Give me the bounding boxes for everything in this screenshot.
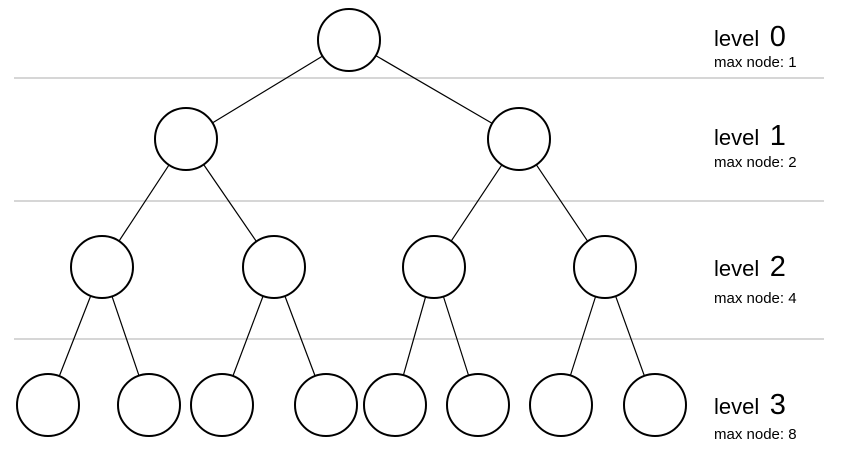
tree-edge bbox=[442, 296, 470, 376]
tree-node-level-1 bbox=[487, 107, 551, 171]
tree-node-level-2 bbox=[402, 235, 466, 299]
level-word: level bbox=[714, 26, 759, 51]
level-label-1: level 1 max node: 2 bbox=[714, 120, 797, 171]
tree-edge bbox=[111, 296, 140, 376]
tree-node-level-2 bbox=[70, 235, 134, 299]
tree-edge bbox=[203, 164, 257, 242]
tree-nodes bbox=[16, 8, 687, 437]
tree-edge bbox=[118, 164, 170, 242]
level-word: level bbox=[714, 394, 759, 419]
tree-node-level-2 bbox=[573, 235, 637, 299]
tree-edge bbox=[212, 55, 323, 124]
tree-node-level-3 bbox=[190, 373, 254, 437]
tree-node-level-1 bbox=[154, 107, 218, 171]
tree-edge bbox=[402, 296, 427, 376]
max-node-label: max node: 1 bbox=[714, 54, 797, 71]
level-number: 3 bbox=[770, 389, 786, 421]
tree-edge bbox=[615, 295, 645, 377]
tree-edge bbox=[284, 295, 316, 377]
tree-node-level-0 bbox=[317, 8, 381, 72]
level-word: level bbox=[714, 256, 759, 281]
tree-node-level-3 bbox=[16, 373, 80, 437]
svg-text:level 2: level 2 bbox=[714, 251, 786, 283]
tree-edge bbox=[58, 295, 92, 377]
tree-edge bbox=[569, 296, 597, 376]
tree-edge bbox=[450, 164, 503, 242]
level-label-2: level 2 max node: 4 bbox=[714, 251, 797, 307]
tree-node-level-3 bbox=[294, 373, 358, 437]
tree-node-level-3 bbox=[117, 373, 181, 437]
level-word: level bbox=[714, 125, 759, 150]
level-label-0: level 0 max node: 1 bbox=[714, 21, 797, 71]
svg-text:level 0: level 0 bbox=[714, 21, 786, 53]
tree-node-level-2 bbox=[242, 235, 306, 299]
level-number: 2 bbox=[770, 251, 786, 283]
tree-node-level-3 bbox=[529, 373, 593, 437]
tree-node-level-3 bbox=[363, 373, 427, 437]
svg-text:level 1: level 1 bbox=[714, 120, 786, 152]
svg-text:level 3: level 3 bbox=[714, 389, 786, 421]
tree-edge bbox=[232, 295, 264, 377]
tree-node-level-3 bbox=[446, 373, 510, 437]
tree-edge bbox=[535, 164, 589, 242]
tree-edge bbox=[375, 55, 493, 124]
level-labels: level 0 max node: 1 level 1 max node: 2 … bbox=[714, 21, 797, 443]
max-node-label: max node: 2 bbox=[714, 154, 797, 171]
max-node-label: max node: 4 bbox=[714, 290, 797, 307]
level-number: 1 bbox=[770, 120, 786, 152]
level-number: 0 bbox=[770, 21, 786, 53]
tree-node-level-3 bbox=[623, 373, 687, 437]
level-label-3: level 3 max node: 8 bbox=[714, 389, 797, 443]
level-separators bbox=[14, 77, 824, 340]
max-node-label: max node: 8 bbox=[714, 426, 797, 443]
tree-edges bbox=[58, 55, 645, 377]
